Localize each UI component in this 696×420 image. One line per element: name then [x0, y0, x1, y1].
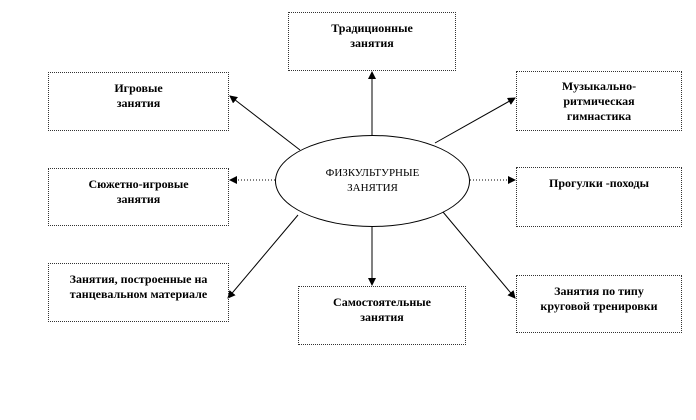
box-musical: Музыкально- ритмическая гимнастика: [516, 71, 682, 131]
box-plot-game: Сюжетно-игровые занятия: [48, 168, 229, 226]
center-ellipse: ФИЗКУЛЬТУРНЫЕ ЗАНЯТИЯ: [275, 135, 470, 227]
box-circuit: Занятия по типу круговой тренировки: [516, 275, 682, 333]
box-game: Игровые занятия: [48, 72, 229, 131]
arrow-to-circuit: [442, 211, 516, 299]
box-traditional: Традиционные занятия: [288, 12, 456, 71]
arrow-to-musical: [434, 97, 516, 144]
center-label: ФИЗКУЛЬТУРНЫЕ ЗАНЯТИЯ: [325, 167, 420, 194]
arrow-to-dance: [227, 214, 299, 299]
box-independent: Самостоятельные занятия: [298, 286, 466, 345]
box-walks: Прогулки -походы: [516, 167, 682, 227]
box-dance: Занятия, построенные на танцевальном мат…: [48, 263, 229, 322]
arrow-to-game: [229, 95, 301, 151]
